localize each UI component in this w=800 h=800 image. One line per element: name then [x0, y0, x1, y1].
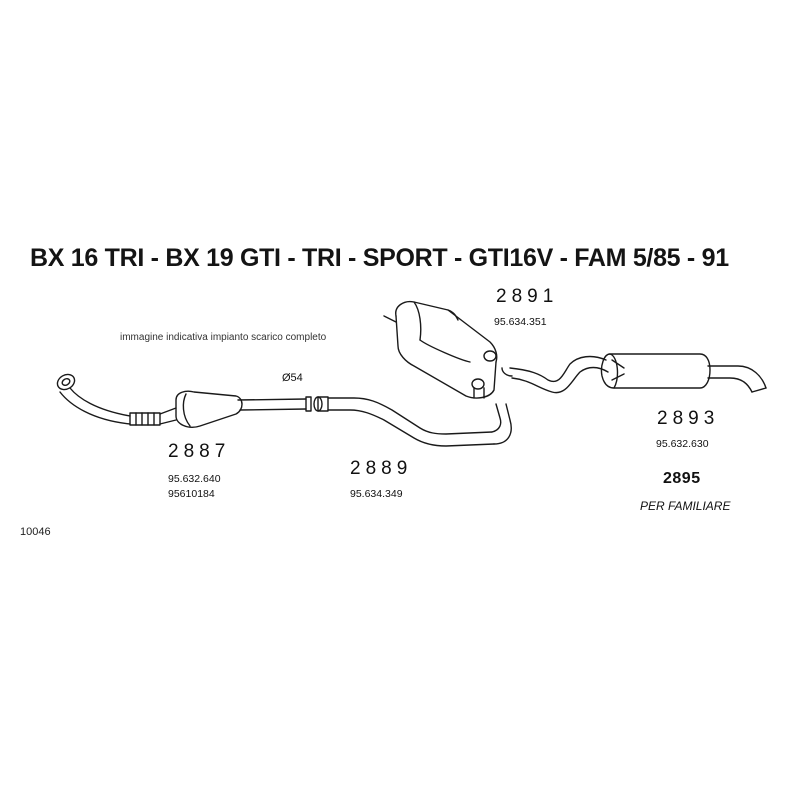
rear-silencer-2893: [501, 353, 767, 394]
part-number-2893: 2893: [657, 408, 720, 429]
diagram-title: BX 16 TRI - BX 19 GTI - TRI - SPORT - GT…: [30, 244, 729, 272]
centre-silencer-2891: [383, 300, 498, 399]
variant-part-number: 2895: [663, 470, 701, 487]
part-number-2891: 2891: [496, 286, 559, 307]
part-code: 95.634.349: [350, 488, 403, 500]
part-number-2889: 2889: [350, 458, 413, 479]
variant-note: PER FAMILIARE: [640, 499, 731, 513]
intermediate-pipe-2889: [313, 396, 512, 447]
part-code: 95.634.351: [494, 316, 547, 328]
front-pipe-2887: [56, 373, 312, 428]
part-number-2887: 2887: [168, 441, 231, 462]
pipe-diameter-label: Ø54: [282, 372, 303, 384]
part-code: 95.632.630: [656, 438, 709, 450]
diagram-caption: immagine indicativa impianto scarico com…: [120, 332, 327, 343]
reference-code: 10046: [20, 526, 51, 538]
part-code: 95.632.640: [168, 473, 221, 485]
part-code: 95610184: [168, 488, 215, 500]
